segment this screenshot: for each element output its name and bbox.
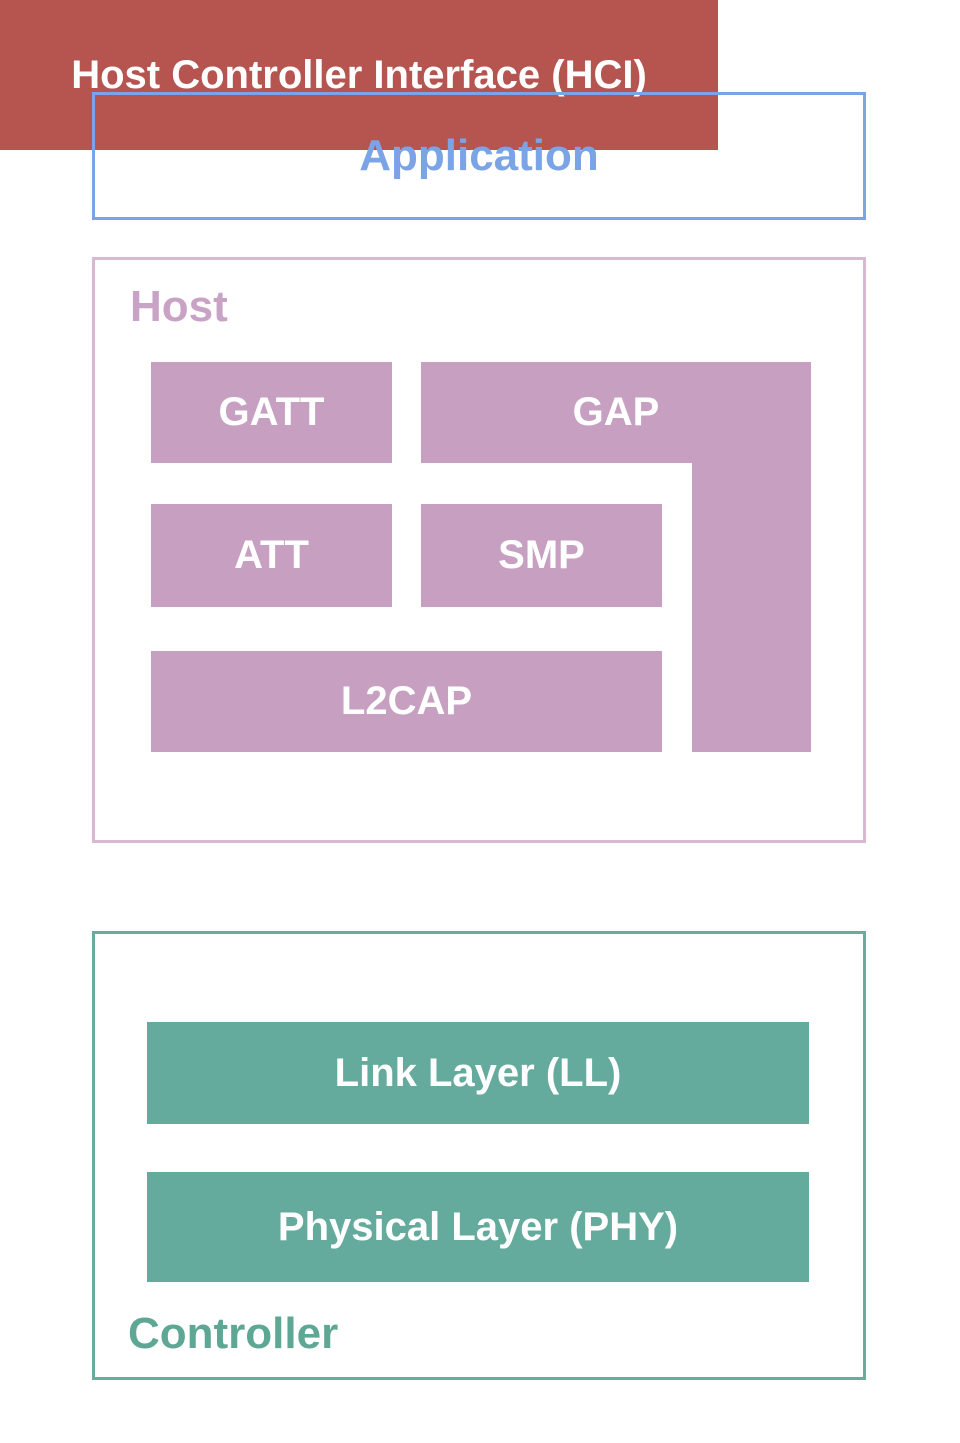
host-box [92,257,866,843]
physical-layer-label: Physical Layer (PHY) [277,1204,679,1249]
smp-block: SMP [421,504,662,607]
gap-label: GAP [572,390,660,434]
controller-box [92,931,866,1380]
link-layer-label: Link Layer (LL) [334,1050,622,1095]
gap-block-extension [692,463,811,752]
application-label: Application [359,131,599,180]
physical-layer-block: Physical Layer (PHY) [147,1172,809,1282]
controller-label: Controller [128,1309,339,1358]
hci-block: Host Controller Interface (HCI) [0,0,718,150]
smp-label: SMP [498,533,585,577]
l2cap-block: L2CAP [151,651,662,752]
application-box: Application [92,92,866,220]
l2cap-label: L2CAP [340,679,473,723]
link-layer-block: Link Layer (LL) [147,1022,809,1124]
gap-block: GAP [421,362,811,463]
gatt-label: GATT [218,390,325,434]
att-block: ATT [151,504,392,607]
gatt-block: GATT [151,362,392,463]
att-label: ATT [234,533,309,577]
hci-label: Host Controller Interface (HCI) [71,52,647,97]
host-label: Host [130,282,228,331]
